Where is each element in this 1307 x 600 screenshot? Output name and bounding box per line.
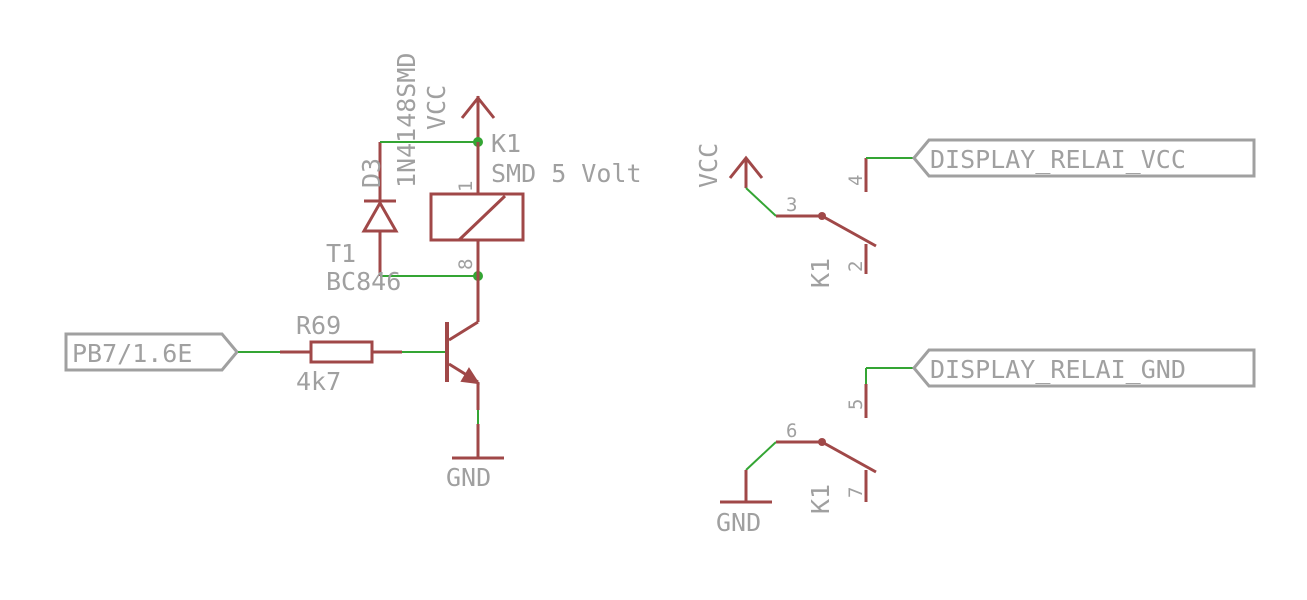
transistor-name: T1	[326, 239, 356, 268]
relay-contact-1[interactable]: 3 2 4 K1	[745, 157, 914, 288]
relay-name: K1	[491, 129, 521, 158]
display-vcc-port[interactable]: DISPLAY_RELAI_VCC	[912, 138, 1256, 178]
resistor-value: 4k7	[296, 367, 341, 396]
relay-contact-2[interactable]: 6 7 5 K1	[745, 367, 914, 514]
relay-value: SMD 5 Volt	[491, 159, 642, 188]
transistor-value: BC846	[326, 267, 401, 296]
vcc-supply-contact[interactable]: VCC	[694, 143, 764, 188]
diode-d3[interactable]: D3 1N4148SMD	[357, 53, 421, 276]
display-vcc-label: DISPLAY_RELAI_VCC	[930, 145, 1186, 174]
coil-pin-bottom: 8	[455, 259, 477, 270]
display-gnd-label: DISPLAY_RELAI_GND	[930, 355, 1186, 384]
gnd-contact[interactable]: GND	[716, 470, 772, 537]
contact1-common-pin: 3	[786, 194, 797, 216]
vcc-coil-label: VCC	[422, 85, 451, 130]
input-port[interactable]: PB7/1.6E	[64, 332, 239, 372]
transistor-t1[interactable]: T1 BC846	[326, 239, 480, 410]
contact2-common-pin: 6	[786, 420, 797, 442]
diode-name: D3	[357, 158, 386, 188]
input-port-label: PB7/1.6E	[72, 339, 192, 368]
gnd-contact-label: GND	[716, 508, 761, 537]
display-gnd-port[interactable]: DISPLAY_RELAI_GND	[912, 348, 1256, 388]
contact1-part: K1	[806, 258, 835, 288]
resistor-r69[interactable]: R69 4k7	[238, 311, 445, 396]
contact2-no-pin: 7	[845, 487, 867, 498]
relay-coil-k1[interactable]: 1 8 K1 SMD 5 Volt	[429, 129, 642, 322]
vcc-contact-label: VCC	[694, 143, 723, 188]
coil-pin-top: 1	[455, 181, 477, 192]
contact1-nc-pin: 4	[845, 175, 867, 186]
diode-value: 1N4148SMD	[392, 53, 421, 188]
gnd-transistor[interactable]: GND	[446, 410, 504, 492]
contact1-no-pin: 2	[845, 261, 867, 272]
resistor-name: R69	[296, 311, 341, 340]
vcc-supply-coil[interactable]: VCC	[422, 85, 496, 140]
gnd-transistor-label: GND	[446, 463, 491, 492]
contact2-part: K1	[806, 484, 835, 514]
contact2-nc-pin: 5	[845, 399, 867, 410]
